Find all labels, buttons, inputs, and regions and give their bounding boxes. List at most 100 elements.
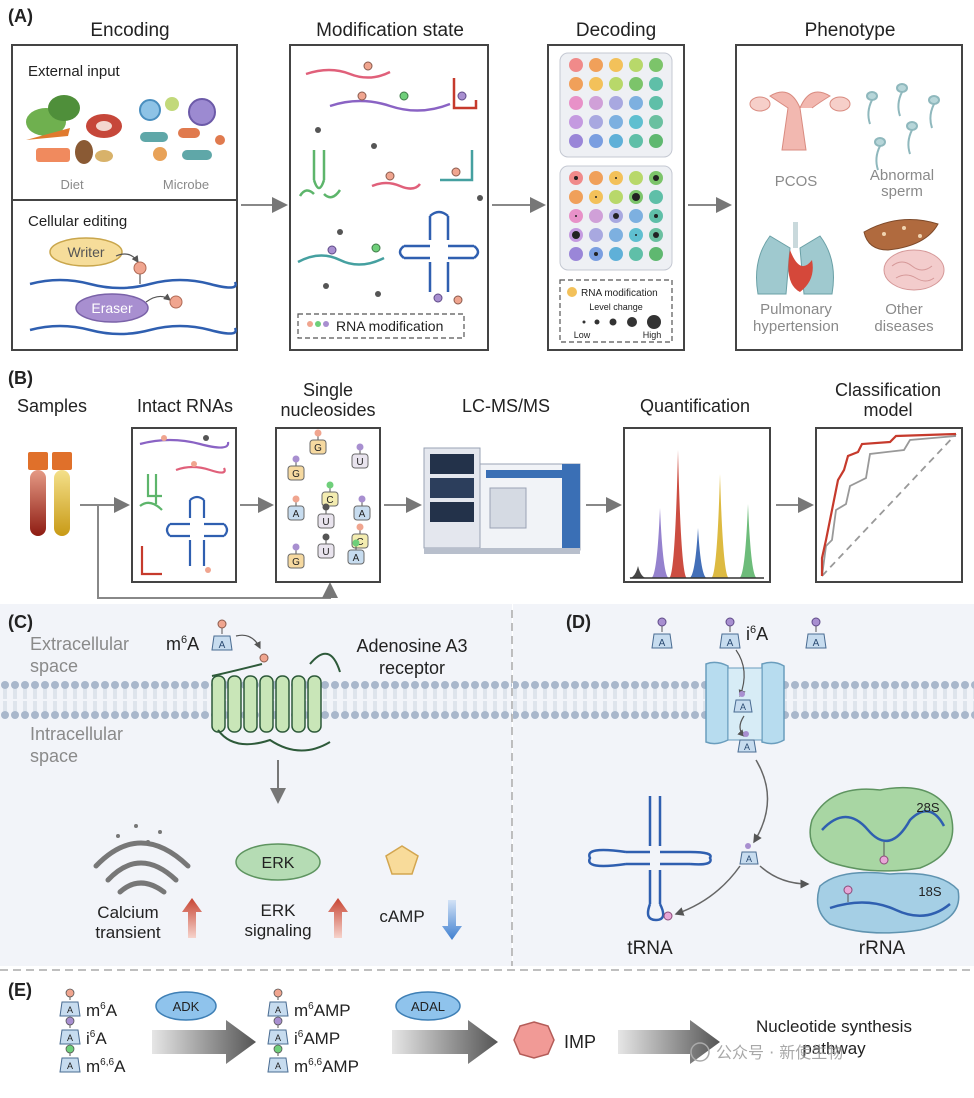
erk-signaling-label-2: signaling bbox=[244, 921, 311, 940]
writer-label: Writer bbox=[67, 244, 104, 260]
modification-dot bbox=[65, 1016, 75, 1026]
liver-brain-icon bbox=[863, 219, 945, 291]
low-label: Low bbox=[574, 330, 591, 340]
intact-rnas-box bbox=[131, 427, 237, 583]
adenosine-tile bbox=[267, 1057, 289, 1073]
level-change-dot bbox=[653, 175, 659, 181]
level-change-dot bbox=[595, 196, 597, 198]
adk-enzyme bbox=[155, 991, 217, 1021]
adenosine-letter: A bbox=[275, 1061, 281, 1071]
trna-structure bbox=[588, 796, 712, 922]
pulmonary-label: Pulmonary bbox=[760, 301, 832, 318]
adenosine-letter: A bbox=[67, 1005, 73, 1015]
chromatogram-peaks bbox=[629, 450, 757, 578]
grid-dot bbox=[569, 77, 583, 91]
er-icon bbox=[93, 824, 191, 895]
lcms-label: LC-MS/MS bbox=[462, 396, 550, 416]
grid-dot bbox=[629, 247, 643, 261]
calcium-up-arrow bbox=[182, 898, 202, 938]
nucleoside-tile bbox=[317, 513, 335, 529]
level-change-dot bbox=[654, 214, 658, 218]
encoding-box bbox=[11, 44, 238, 351]
rna-modification-legend: RNA modification bbox=[336, 318, 443, 334]
nucleoside-name: m6AMP bbox=[294, 1001, 351, 1020]
grid-dot bbox=[569, 134, 583, 148]
modification-dot bbox=[273, 1016, 283, 1026]
nucleoside-letter: U bbox=[356, 457, 363, 468]
eraser-label: Eraser bbox=[91, 300, 133, 316]
rna-strand-lower bbox=[29, 324, 237, 336]
imp-arrow bbox=[618, 1020, 720, 1064]
decoding-legend-mod: RNA modification bbox=[581, 288, 658, 299]
grid-dot bbox=[569, 190, 583, 204]
nucleoside-letter: A bbox=[353, 553, 360, 564]
adenosine-letter: A bbox=[275, 1033, 281, 1043]
nucleoside-mod-dot bbox=[326, 481, 334, 489]
high-label: High bbox=[643, 330, 662, 340]
free-nucleoside-2: A bbox=[719, 617, 741, 649]
panel-a-label: (A) bbox=[8, 6, 33, 26]
grid-dot bbox=[589, 58, 603, 72]
svg-text:A: A bbox=[659, 638, 666, 649]
roc-diagonal bbox=[821, 433, 957, 577]
modification-dot bbox=[273, 1044, 283, 1054]
watermark-text: 公众号 · 新使生物 bbox=[716, 1043, 843, 1062]
single-nucleosides-box bbox=[275, 427, 381, 583]
receptor-helix bbox=[259, 675, 274, 733]
erk-signaling-label-1: ERK bbox=[261, 901, 297, 920]
level-change-dot bbox=[594, 252, 598, 256]
receptor-helix bbox=[307, 675, 322, 733]
adal-arrow bbox=[392, 1020, 498, 1064]
grid-dot bbox=[569, 58, 583, 72]
grid-dot bbox=[569, 247, 583, 261]
level-change-label: Level change bbox=[589, 302, 643, 312]
grid-dot bbox=[609, 134, 623, 148]
grid-dot bbox=[629, 209, 643, 223]
grid-dot bbox=[629, 77, 643, 91]
camp-icon bbox=[385, 845, 419, 875]
nucleoside-letter: U bbox=[322, 517, 329, 528]
extracellular-label: Extracellular bbox=[30, 634, 129, 654]
heading-decoding: Decoding bbox=[576, 20, 656, 41]
adenosine-letter: A bbox=[275, 1005, 281, 1015]
nucleoside-name: i6AMP bbox=[294, 1029, 340, 1048]
microbe-illustration bbox=[139, 97, 225, 161]
adenosine-tile bbox=[267, 1029, 289, 1045]
nucleoside-letter: C bbox=[326, 495, 333, 506]
grid-dot bbox=[649, 134, 663, 148]
level-change-dot bbox=[575, 215, 577, 217]
chromatogram-peak bbox=[651, 508, 669, 578]
svg-text:A: A bbox=[740, 702, 746, 712]
other-label: Other bbox=[885, 301, 923, 318]
grid-dot bbox=[649, 115, 663, 129]
grid-dot bbox=[589, 228, 603, 242]
intact-rnas-label: Intact RNAs bbox=[137, 396, 233, 416]
svg-text:A: A bbox=[813, 638, 820, 649]
level-change-dot bbox=[632, 193, 640, 201]
writer-arrow bbox=[115, 253, 139, 263]
nucleoside-letter: G bbox=[292, 557, 300, 568]
imp-label: IMP bbox=[564, 1032, 596, 1052]
panel-a: (A) Encoding Modification state Decoding… bbox=[8, 6, 963, 351]
modification-box bbox=[289, 44, 489, 351]
grid-dot bbox=[609, 115, 623, 129]
modification-dot bbox=[65, 1044, 75, 1054]
level-change-dot bbox=[653, 232, 659, 238]
nucleoside-mod-dot bbox=[356, 523, 364, 531]
panel-d-label: (D) bbox=[566, 612, 591, 632]
erk-up-arrow bbox=[328, 898, 348, 938]
classification-box bbox=[815, 427, 963, 583]
nucleoside-letter: G bbox=[292, 469, 300, 480]
nucleotide-synthesis-label: Nucleotide synthesis bbox=[756, 1017, 912, 1036]
grid-dot bbox=[649, 190, 663, 204]
ligand-binding-arrow bbox=[235, 634, 261, 650]
nucleoside-letter: A bbox=[359, 509, 366, 520]
cellular-editing-label: Cellular editing bbox=[28, 213, 127, 230]
sperm-label: sperm bbox=[881, 183, 923, 200]
18s-label: 18S bbox=[918, 884, 941, 899]
abnormal-label: Abnormal bbox=[870, 167, 934, 184]
svg-text:A: A bbox=[744, 742, 750, 752]
